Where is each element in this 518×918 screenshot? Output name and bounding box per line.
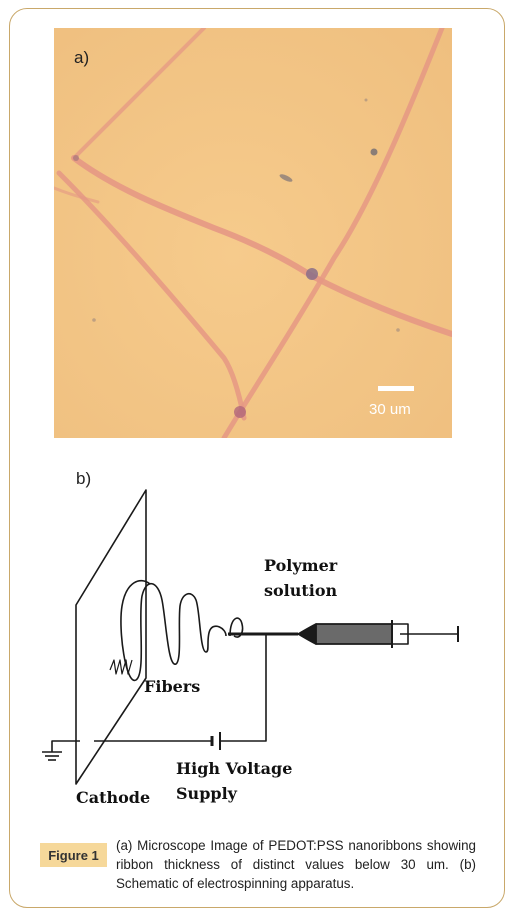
fiber-coil xyxy=(120,579,227,681)
fiber-zigzag xyxy=(109,659,133,675)
fiber-coil-small xyxy=(229,617,244,638)
panel-b-label: b) xyxy=(76,469,92,488)
figure-badge: Figure 1 xyxy=(40,843,107,867)
fibers-label: Fibers xyxy=(144,677,201,696)
wire-needle xyxy=(220,634,267,742)
nanoribbons xyxy=(54,28,452,438)
particles xyxy=(73,98,400,418)
microscope-image xyxy=(54,28,452,438)
syringe-tip xyxy=(297,623,317,645)
syringe-barrel-fill xyxy=(315,623,393,645)
cathode-plate xyxy=(75,489,147,785)
polymer-label-line1: Polymer xyxy=(264,556,338,575)
scale-bar xyxy=(378,386,414,391)
panel-a-label: a) xyxy=(74,48,90,67)
wire-ground xyxy=(51,740,80,752)
polymer-label-line2: solution xyxy=(264,581,338,600)
high-voltage-label-line2: Supply xyxy=(176,784,237,803)
high-voltage-label-line1: High Voltage xyxy=(176,759,293,778)
scale-bar-label: 30 um xyxy=(369,401,411,418)
micrograph-graphic xyxy=(54,28,452,438)
electrospinning-schematic xyxy=(30,460,480,815)
cathode-label: Cathode xyxy=(76,788,151,807)
micrograph-background xyxy=(54,28,452,438)
schematic-graphic xyxy=(42,489,459,785)
caption-text: (a) Microscope Image of PEDOT:PSS nanori… xyxy=(116,838,476,891)
